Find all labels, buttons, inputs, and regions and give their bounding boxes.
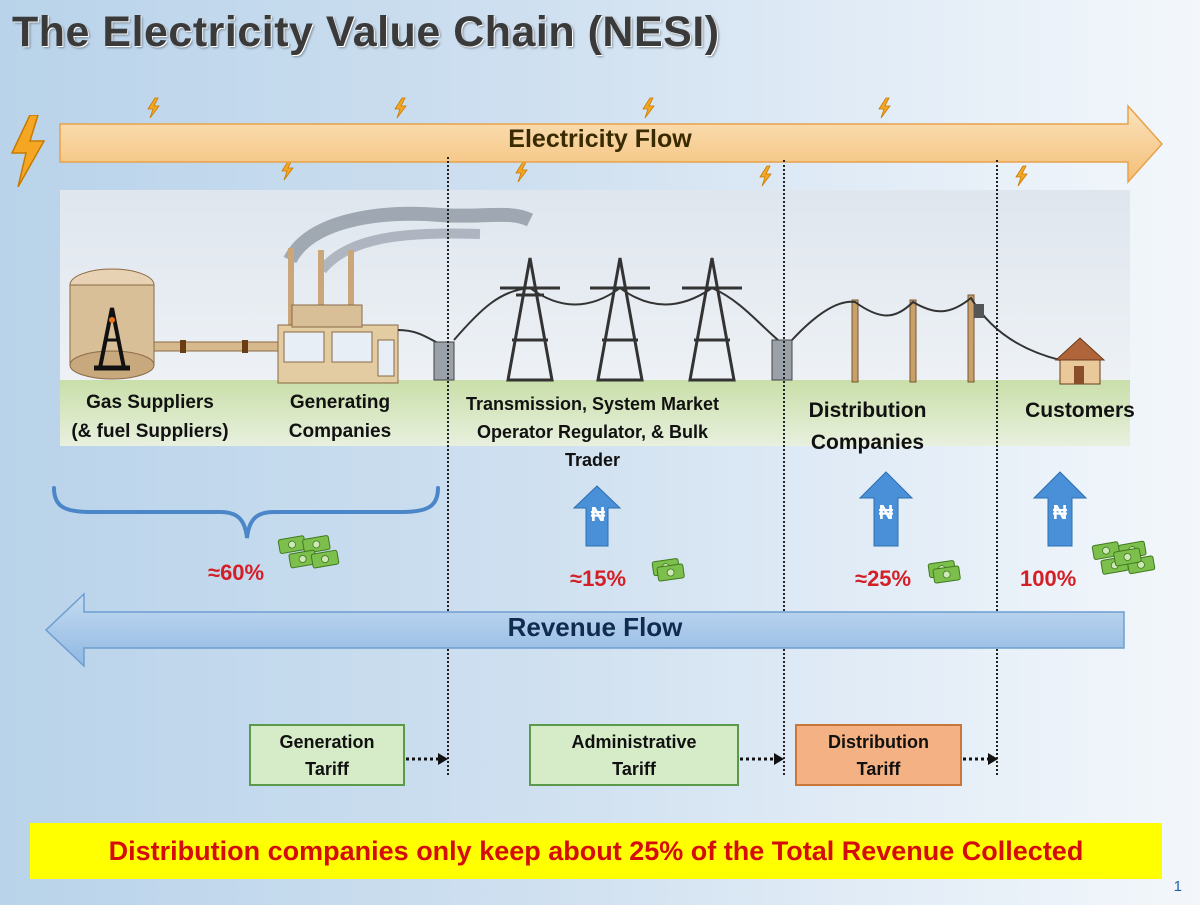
revenue-flow-label: Revenue Flow bbox=[507, 612, 683, 642]
tariff-pointer-arrows bbox=[406, 753, 998, 765]
share-distribution: ≈25% bbox=[855, 566, 912, 591]
generation-brace bbox=[52, 486, 440, 539]
segment-label-customers: Customers bbox=[1025, 399, 1135, 422]
up-arrow-distribution-icon bbox=[858, 471, 914, 547]
naira-symbol-distribution: ₦ bbox=[878, 502, 894, 524]
up-arrow-transmission-icon bbox=[572, 485, 622, 547]
page-number: 1 bbox=[1173, 878, 1182, 895]
revenue-flow-arrow bbox=[44, 592, 1125, 668]
summary-banner: Distribution companies only keep about 2… bbox=[30, 823, 1162, 879]
segment-label-gas-suppliers: Gas Suppliers(& fuel Suppliers) bbox=[71, 392, 229, 442]
power-supply-illustration bbox=[60, 190, 1130, 446]
lightning-bolt-icon bbox=[10, 115, 46, 187]
boundary-line-1 bbox=[447, 157, 449, 775]
share-transmission: ≈15% bbox=[570, 566, 627, 591]
page-title: The Electricity Value Chain (NESI) bbox=[12, 8, 720, 56]
boundary-line-3 bbox=[996, 160, 998, 775]
electricity-flow-label: Electricity Flow bbox=[508, 125, 692, 153]
boundary-line-2 bbox=[783, 160, 785, 775]
naira-symbol-customers: ₦ bbox=[1052, 502, 1068, 524]
electricity-flow-arrow bbox=[59, 104, 1164, 184]
money-stack-icons bbox=[277, 534, 1156, 584]
share-customers: 100% bbox=[1020, 566, 1077, 591]
naira-symbol-transmission: ₦ bbox=[590, 504, 606, 526]
up-arrow-customers-icon bbox=[1032, 471, 1088, 547]
share-generation: ≈60% bbox=[208, 560, 265, 585]
